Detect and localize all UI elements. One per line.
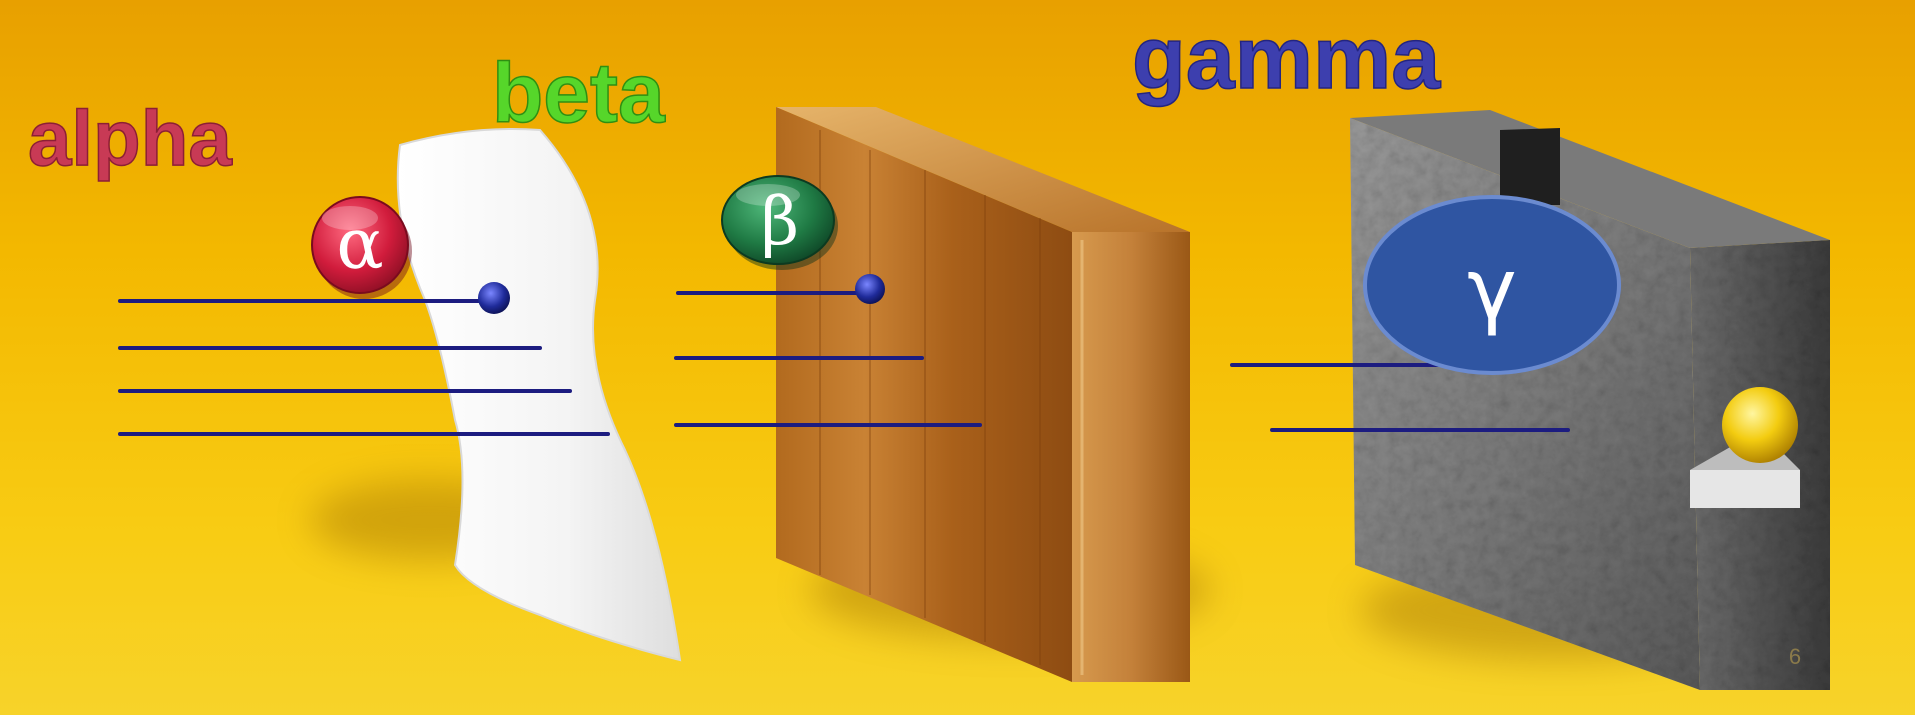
alpha-particle — [478, 282, 510, 314]
beta-symbol: β — [761, 183, 799, 260]
gamma-badge: γ — [1363, 195, 1621, 375]
beta-label: beta — [492, 46, 666, 140]
gamma-photon — [1722, 387, 1798, 463]
slide-number: 6 — [1789, 644, 1801, 669]
alpha-rays — [118, 299, 610, 436]
alpha-symbol: α — [336, 203, 383, 285]
alpha-label: alpha — [28, 94, 232, 182]
beta-particle — [855, 274, 885, 304]
beta-badge: β — [721, 175, 838, 270]
alpha-badge: α — [311, 196, 412, 299]
paper-barrier — [396, 128, 682, 662]
gamma-label: gamma — [1132, 8, 1441, 107]
gamma-symbol: γ — [1467, 240, 1517, 338]
beta-rays — [674, 291, 982, 427]
wood-barrier — [776, 107, 1190, 682]
